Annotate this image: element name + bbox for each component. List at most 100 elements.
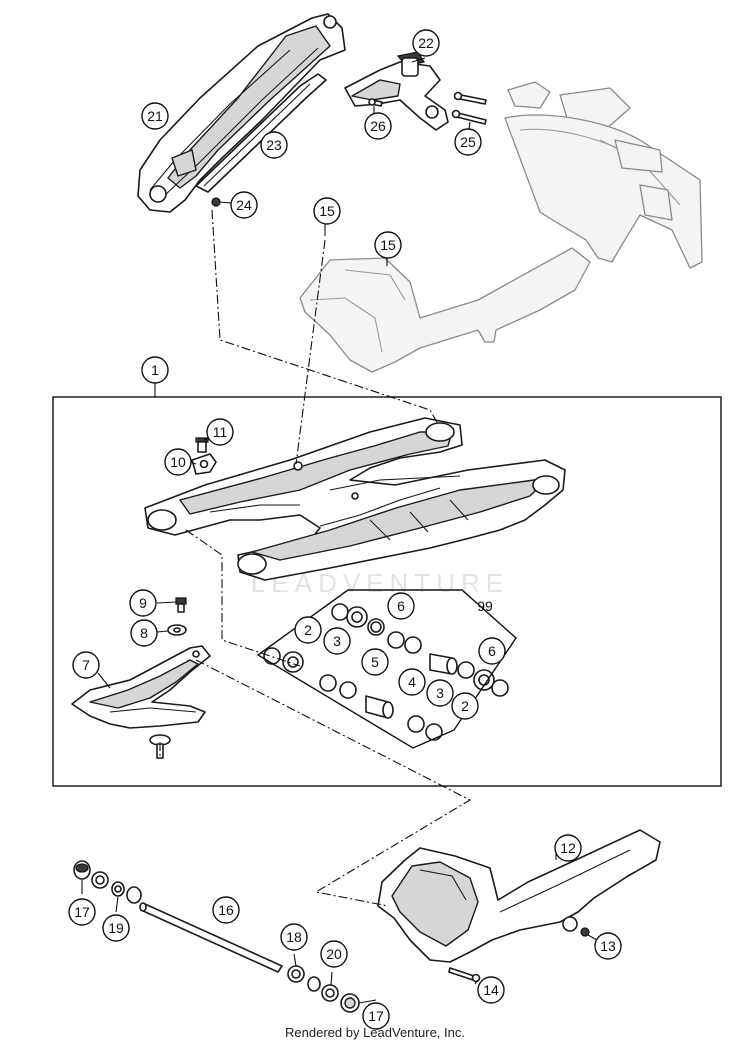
callout-c5[interactable]: 5	[361, 648, 389, 676]
callout-circle	[260, 131, 288, 159]
callout-number: 6	[488, 643, 496, 659]
callout-number: 3	[436, 685, 444, 701]
callout-c20[interactable]: 20	[320, 940, 348, 968]
callout-c25[interactable]: 25	[454, 128, 482, 156]
bolt-13	[580, 927, 590, 937]
callout-c9[interactable]: 9	[129, 589, 157, 617]
callout-c7[interactable]: 7	[72, 651, 100, 679]
callout-circle	[320, 940, 348, 968]
callout-c14[interactable]: 14	[477, 976, 505, 1004]
callout-c1[interactable]: 1	[141, 356, 169, 384]
callout-c15a[interactable]: 15	[313, 197, 341, 225]
callout-circle	[141, 356, 169, 384]
rear-subframe	[137, 13, 346, 213]
callout-number: 23	[266, 137, 282, 153]
callout-circle	[230, 191, 258, 219]
callout-number: 12	[560, 840, 576, 856]
callout-circle	[451, 692, 479, 720]
callout-number: 18	[286, 929, 302, 945]
callout-c3b[interactable]: 3	[426, 679, 454, 707]
callout-c16[interactable]: 16	[212, 896, 240, 924]
callout-number: 13	[600, 938, 616, 954]
assembly-line-axle	[195, 659, 472, 907]
bolt-24	[211, 197, 232, 207]
callout-circle	[313, 197, 341, 225]
callout-c10[interactable]: 10	[164, 448, 192, 476]
callout-circle	[454, 128, 482, 156]
callout-c15b[interactable]: 15	[374, 231, 402, 259]
callout-c18[interactable]: 18	[280, 923, 308, 951]
callout-number: 19	[108, 920, 124, 936]
callout-c21[interactable]: 21	[141, 102, 169, 130]
callout-c6a[interactable]: 6	[387, 592, 415, 620]
callout-number: 2	[304, 622, 312, 638]
callout-c2a[interactable]: 2	[294, 616, 322, 644]
callout-c13[interactable]: 13	[594, 932, 622, 960]
kit-label-99: 99	[477, 598, 493, 614]
callout-number: 26	[370, 118, 386, 134]
callout-number: 17	[74, 904, 90, 920]
pins-25	[451, 91, 487, 125]
callout-circle	[164, 448, 192, 476]
swingarm	[144, 417, 566, 581]
chain-sliding-guard	[71, 645, 211, 729]
callout-c6b[interactable]: 6	[478, 637, 506, 665]
callout-circle	[478, 637, 506, 665]
cap-17-right	[340, 993, 360, 1013]
callout-number: 7	[82, 657, 90, 673]
callout-c26[interactable]: 26	[364, 112, 392, 140]
callout-number: 9	[139, 595, 147, 611]
callout-number: 10	[170, 454, 186, 470]
callout-number: 3	[333, 633, 341, 649]
callout-circle	[364, 112, 392, 140]
bush-18	[287, 965, 305, 983]
callout-c19[interactable]: 19	[102, 914, 130, 942]
callout-c12[interactable]: 12	[554, 834, 582, 862]
bolt-11	[195, 437, 209, 453]
callout-circle	[68, 898, 96, 926]
callout-c17b[interactable]: 17	[362, 1002, 390, 1030]
assembly-line-subframe	[211, 209, 439, 425]
chain-guard	[377, 829, 661, 963]
callout-circle	[412, 29, 440, 57]
callout-c24[interactable]: 24	[230, 191, 258, 219]
callout-layer: 1223345667891011121314151516171718192021…	[68, 29, 622, 1030]
callout-c22[interactable]: 22	[412, 29, 440, 57]
callout-number: 17	[368, 1008, 384, 1024]
callout-c8[interactable]: 8	[130, 619, 158, 647]
ghost-taillight-assembly	[504, 81, 703, 269]
pivot-axle	[139, 902, 283, 973]
callout-c4[interactable]: 4	[398, 668, 426, 696]
callout-c2b[interactable]: 2	[451, 692, 479, 720]
callout-number: 25	[460, 134, 476, 150]
callout-circle	[102, 914, 130, 942]
callout-c3a[interactable]: 3	[323, 627, 351, 655]
callout-c11[interactable]: 11	[206, 418, 234, 446]
callout-number: 5	[371, 654, 379, 670]
washer-8	[167, 624, 187, 636]
callout-number: 2	[461, 698, 469, 714]
washer-right	[307, 976, 321, 992]
callout-number: 14	[483, 982, 499, 998]
callout-circle	[294, 616, 322, 644]
callout-number: 24	[236, 197, 252, 213]
ghost-upper-chain-guard	[299, 247, 591, 373]
callout-circle	[72, 651, 100, 679]
assembly-line-bolt-15	[295, 239, 326, 465]
callout-number: 21	[147, 108, 163, 124]
callout-circle	[426, 679, 454, 707]
callout-number: 6	[397, 598, 405, 614]
callout-number: 8	[140, 625, 148, 641]
callout-number: 22	[418, 35, 434, 51]
callout-c17a[interactable]: 17	[68, 898, 96, 926]
callout-number: 15	[319, 203, 335, 219]
callout-circle	[280, 923, 308, 951]
callout-circle	[212, 896, 240, 924]
callout-circle	[387, 592, 415, 620]
footrest-bracket	[344, 51, 449, 131]
callout-circle	[477, 976, 505, 1004]
callout-circle	[130, 619, 158, 647]
callout-c23[interactable]: 23	[260, 131, 288, 159]
callout-number: 11	[213, 424, 228, 440]
